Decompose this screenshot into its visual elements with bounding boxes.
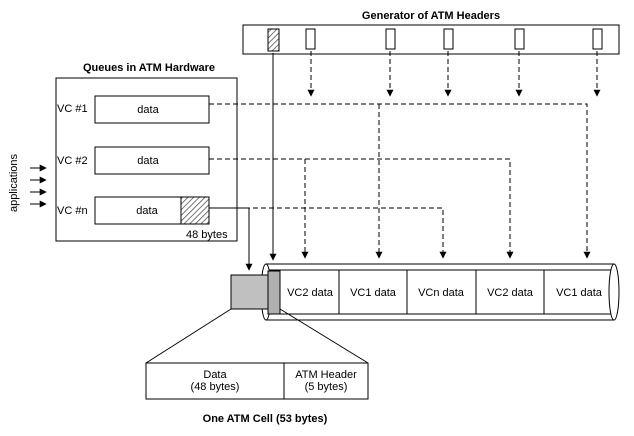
queue-vc2: [94, 146, 210, 175]
queue-label-vc1: VC #1: [57, 103, 88, 115]
applications-label: applications: [8, 153, 20, 212]
generator-header-slot: [305, 28, 316, 50]
pipe-segment-5: VC1 data: [556, 287, 603, 299]
cell-header-line1: ATM Header: [295, 369, 357, 381]
vcn-to-cell-connector: [209, 207, 253, 271]
cell-data-part: [145, 362, 285, 400]
cell-header-line2: (5 bytes): [305, 381, 348, 393]
generator-header-slot: [443, 28, 454, 50]
generator-dashed-arrows: [307, 51, 601, 97]
vc1-to-pipe-connector: [209, 103, 591, 259]
generator-header-slot: [385, 28, 396, 50]
pipe-segment-4: VC2 data: [487, 287, 534, 299]
cell-data-line2: (48 bytes): [191, 381, 240, 393]
pipe-segment-2: VC1 data: [350, 287, 397, 299]
queues-title: Queues in ATM Hardware: [83, 62, 215, 74]
atm-cell-block: [230, 274, 269, 310]
generator-title: Generator of ATM Headers: [362, 10, 500, 22]
generator-header-slot: [514, 28, 525, 50]
pipe-header-fragment: [267, 270, 281, 315]
queue-label-vcn: VC #n: [57, 205, 88, 217]
generator-header-slots: [305, 28, 603, 50]
cell-data-line1: Data: [203, 369, 227, 381]
generator-header-slot-hatched: [267, 28, 280, 52]
queue-vcn-hatched-cell: [180, 196, 210, 225]
queue-dashed-connectors: [209, 103, 591, 259]
pipe-segment-1: VC2 data: [287, 287, 334, 299]
atm-pipe: VC2 data VC1 data VCn data VC2 data VC1 …: [260, 263, 620, 321]
generator-box: [242, 24, 620, 55]
pipe-right-end: [608, 263, 620, 321]
queue-size-note: 48 bytes: [186, 229, 228, 241]
queue-label-vc2: VC #2: [57, 155, 88, 167]
cell-caption: One ATM Cell (53 bytes): [203, 413, 328, 425]
vc2-to-pipe-connector: [209, 158, 514, 259]
zoom-line-left: [145, 308, 232, 364]
queue-vc2-data: data: [137, 155, 159, 167]
zoom-line-right: [279, 308, 369, 364]
vcn-to-pipe-connector: [237, 207, 447, 259]
cell-header-part: [283, 362, 369, 400]
application-arrows: [30, 164, 47, 208]
queue-vc1: [94, 95, 210, 124]
generator-header-slot: [592, 28, 603, 50]
queue-vcn-data: data: [136, 205, 158, 217]
pipe-segment-3: VCn data: [418, 287, 465, 299]
queue-vc1-data: data: [137, 104, 159, 116]
